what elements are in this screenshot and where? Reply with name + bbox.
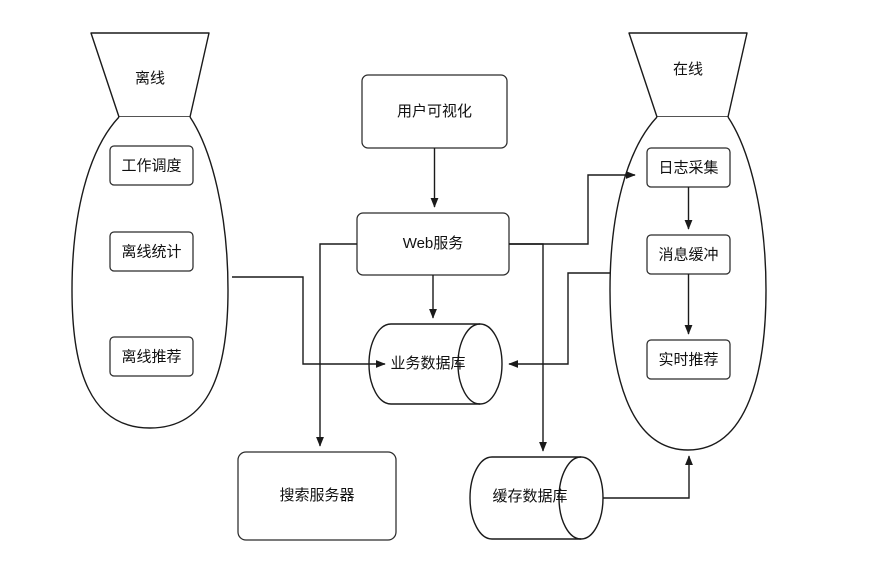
node-business-db[interactable]: 业务数据库 <box>368 323 503 405</box>
node-offline-recommend[interactable] <box>109 336 194 377</box>
node-search-server[interactable] <box>237 451 397 541</box>
group-online: 在线 日志采集 消息缓冲 实时推荐 <box>609 32 767 451</box>
edge-online-to-business-db <box>508 272 610 368</box>
online-group-label: 在线 <box>673 61 703 78</box>
edge-web-service-to-search-server <box>316 243 357 447</box>
node-realtime-recommend-label: 实时推荐 <box>658 351 718 368</box>
node-job-schedule-label: 工作调度 <box>121 157 181 174</box>
offline-group-label: 离线 <box>135 70 165 87</box>
node-offline-stats[interactable] <box>109 231 194 272</box>
connectors <box>232 148 693 499</box>
node-user-visualization-label: 用户可视化 <box>397 103 472 120</box>
business-db-cylinder-cap <box>457 323 481 405</box>
node-offline-stats-label: 离线统计 <box>121 243 181 260</box>
center-nodes: 用户可视化 Web服务 搜索服务器 <box>237 74 510 541</box>
node-job-schedule[interactable] <box>109 145 194 186</box>
cache-db-cylinder-cap <box>558 456 582 540</box>
node-log-collect-label: 日志采集 <box>658 159 718 176</box>
node-cache-db[interactable]: 缓存数据库 <box>469 456 604 540</box>
group-offline: 离线 工作调度 离线统计 离线推荐 <box>71 32 229 429</box>
edge-web-service-to-log-collect <box>509 171 636 245</box>
node-message-buffer-label: 消息缓冲 <box>658 246 718 263</box>
node-business-db-label: 业务数据库 <box>390 355 465 372</box>
edge-cache-db-to-online <box>603 455 693 499</box>
node-search-server-label: 搜索服务器 <box>279 487 354 504</box>
node-realtime-recommend[interactable] <box>646 339 731 380</box>
edge-offline-to-business-db <box>232 276 386 368</box>
node-web-service-label: Web服务 <box>403 235 464 252</box>
node-cache-db-label: 缓存数据库 <box>492 488 567 505</box>
edge-web-service-to-cache-db <box>509 243 547 452</box>
node-offline-recommend-label: 离线推荐 <box>121 348 181 365</box>
